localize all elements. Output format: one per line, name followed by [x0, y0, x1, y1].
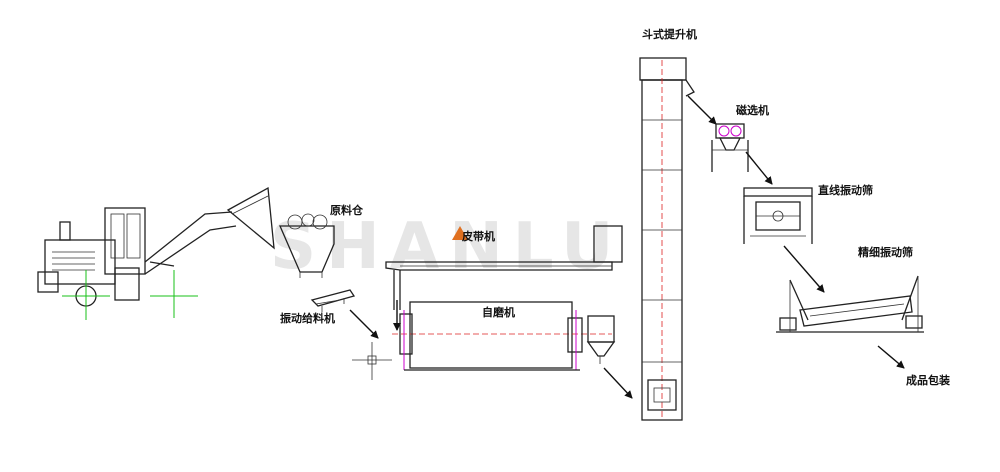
- bucket-elevator: 斗式提升机: [639, 27, 697, 421]
- magnetic-separator: 磁选机: [711, 103, 769, 172]
- linear-screen: 直线振动筛: [743, 183, 873, 244]
- arrow-fine-to-packaging: [877, 345, 905, 369]
- raw-bin-label: 原料仓: [330, 203, 364, 217]
- wheel-loader: [37, 186, 275, 320]
- belt-conveyor: 皮带机: [385, 225, 623, 310]
- linear-screen-label: 直线振动筛: [818, 183, 873, 197]
- autogenous-mill: 自磨机: [392, 301, 616, 371]
- crosshair-marker: [352, 342, 392, 380]
- conveyor-marker-icon: [452, 226, 468, 240]
- packaging-label: 成品包装: [906, 373, 950, 387]
- watermark-text: SHANLU: [270, 210, 623, 284]
- arrow-elevator-to-magnetic: [687, 95, 717, 125]
- raw-bin: 原料仓: [279, 203, 364, 278]
- arrow-magnetic-to-linear: [745, 151, 773, 185]
- fine-screen-label: 精细振动筛: [858, 245, 913, 259]
- magnetic-separator-label: 磁选机: [736, 103, 769, 117]
- autogenous-mill-label: 自磨机: [482, 305, 515, 319]
- vibrating-feeder-label: 振动给料机: [280, 311, 335, 325]
- vibrating-feeder: 振动给料机: [280, 289, 356, 325]
- belt-conveyor-label: 皮带机: [461, 229, 495, 243]
- bucket-elevator-label: 斗式提升机: [642, 27, 697, 41]
- arrow-feeder-to-mill: [349, 309, 379, 339]
- arrow-linear-to-fine: [783, 245, 825, 293]
- arrow-mill-to-elevator: [603, 367, 633, 399]
- fine-screen: 精细振动筛: [776, 245, 924, 333]
